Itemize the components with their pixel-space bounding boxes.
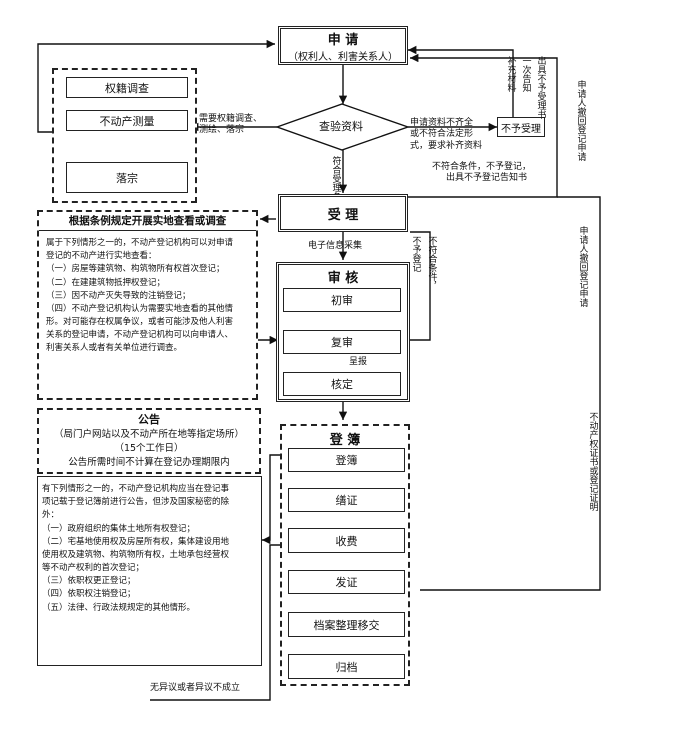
incomplete-label: 申请资料不齐全 或不符合法定形 式，要求补齐资料: [410, 118, 482, 152]
notice-line-3: 公告所需时间不计算在登记办理期限内: [68, 456, 230, 468]
onetime-note: 一次告知: [520, 56, 531, 92]
reject-label: 不予受理: [501, 123, 541, 135]
survey-step[interactable]: 不动产测量: [66, 110, 188, 131]
accept-title: 受 理: [327, 207, 359, 223]
need-survey-line-2: 测绘、落宗: [199, 125, 245, 136]
need-survey-label: 需要权籍调查、 测绘、落宗: [199, 114, 262, 137]
register-step-book[interactable]: 登簿: [288, 448, 405, 472]
review-step-second[interactable]: 复审: [283, 330, 401, 354]
incomplete-line-1: 申请资料不齐全: [410, 118, 474, 128]
register-step-print[interactable]: 缮证: [288, 488, 405, 512]
notice-cases-line-3: 外：: [42, 510, 60, 521]
issue-cert-note: 不动产权证书或登记证明: [587, 412, 598, 511]
review-title: 审 核: [327, 271, 359, 286]
notice-cases-text: 有下列情形之一的，不动产登记机构应当在登记事 项记载于登记簿前进行公告，但涉及国…: [42, 483, 229, 615]
reject-notice-note: 出具不予受理书: [535, 56, 546, 119]
register-step-fee-label: 收费: [335, 534, 358, 548]
notice-cases-line-2: 项记载于登记簿前进行公告，但涉及国家秘密的除: [42, 497, 230, 508]
notice-cases-line-4: （一）政府组织的集体土地所有权登记；: [42, 523, 196, 534]
notice-cases-line-7: 等不动产权利的首次登记；: [42, 563, 145, 574]
register-step-file-label: 归档: [335, 660, 358, 674]
investigate-step[interactable]: 权籍调查: [66, 77, 188, 98]
onsite-line-8: 关系的登记申请，不动产登记机构可以向申请人、: [46, 330, 234, 341]
register-step-archive[interactable]: 档案整理移交: [288, 612, 405, 637]
review-step-first-label: 初审: [331, 294, 353, 307]
onsite-line-5: （三）因不动产灭失导致的注销登记；: [46, 290, 191, 301]
check-materials-diamond[interactable]: [275, 102, 410, 152]
check-materials-label: 查验资料: [319, 120, 363, 133]
notice-title: 公告: [138, 413, 160, 427]
notice-cases-line-9: （四）依职权注销登记；: [42, 589, 136, 600]
onsite-box: 根据条例规定开展实地查看或调查: [37, 210, 258, 400]
onsite-line-2: 登记的不动产进行实地查看：: [46, 251, 157, 262]
incomplete-line-3: 式，要求补齐资料: [410, 140, 483, 151]
withdraw-note-2: 申请人撤回登记申请: [577, 226, 588, 307]
onsite-line-9: 利害关系人或者有关单位进行调查。: [46, 343, 183, 354]
withdraw-note-1: 申请人撤回登记申请: [575, 80, 586, 161]
register-step-book-label: 登簿: [335, 454, 358, 467]
register-step-file[interactable]: 归档: [288, 654, 405, 679]
onsite-line-7: 形。对可能存在权属争议，或者可能涉及他人利害: [46, 317, 234, 328]
settle-step[interactable]: 落宗: [66, 162, 188, 193]
onsite-line-1: 属于下列情形之一的，不动产登记机构可以对申请: [46, 238, 234, 248]
report-label: 呈报: [349, 357, 368, 367]
register-step-print-label: 缮证: [335, 494, 358, 507]
accept-box[interactable]: 受 理: [278, 194, 408, 232]
onsite-line-6: （四）不动产登记机构认为需要实地查看的其他情: [46, 303, 234, 314]
review-step-final-label: 核定: [331, 378, 353, 391]
not-conform-register-line-2: 出具不予登记告知书: [446, 173, 528, 184]
apply-subtitle: （权利人、利害关系人）: [288, 51, 398, 63]
survey-step-label: 不动产测量: [99, 114, 155, 128]
review-step-final[interactable]: 核定: [283, 372, 401, 396]
notice-line-1: （局门户网站以及不动产所在地等指定场所）: [53, 429, 244, 441]
incomplete-line-2: 或不符合法定形: [410, 129, 474, 140]
no-register-note: 不予登记: [410, 236, 421, 272]
register-step-issue[interactable]: 发证: [288, 570, 405, 594]
not-conform-register-label: 不符合条件，不予登记， 出具不予登记告知书: [432, 162, 531, 185]
need-survey-line-1: 需要权籍调查、: [199, 114, 263, 124]
notice-cases-line-6: 使用权及建筑物、构筑物所有权，土地承包经营权: [42, 549, 230, 560]
investigate-step-label: 权籍调查: [105, 81, 149, 95]
settle-step-label: 落宗: [116, 171, 138, 185]
scan-label: 电子信息采集: [308, 241, 363, 251]
notice-line-2: （15个工作日）: [114, 443, 184, 455]
notice-cases-line-8: （三）依职权更正登记；: [42, 576, 136, 587]
notice-cases-box: [37, 476, 262, 666]
notice-cases-line-1: 有下列情形之一的，不动产登记机构应当在登记事: [42, 484, 230, 494]
register-title: 登 簿: [329, 433, 361, 448]
onsite-text: 属于下列情形之一的，不动产登记机构可以对申请 登记的不动产进行实地查看： （一）…: [46, 237, 233, 356]
register-step-fee[interactable]: 收费: [288, 528, 405, 553]
apply-title: 申 请: [327, 32, 359, 48]
review-step-second-label: 复审: [331, 336, 353, 349]
reject-box[interactable]: 不予受理: [497, 117, 545, 137]
onsite-line-3: （一）房屋等建筑物、构筑物所有权首次登记；: [46, 264, 225, 275]
review-step-first[interactable]: 初审: [283, 288, 401, 312]
apply-box[interactable]: 申 请 （权利人、利害关系人）: [278, 26, 408, 65]
notice-cases-line-10: （五）法律、行政法规规定的其他情形。: [42, 602, 196, 613]
notice-box: 公告 （局门户网站以及不动产所在地等指定场所） （15个工作日） 公告所需时间不…: [37, 408, 261, 474]
no-objection-label: 无异议或者异议不成立: [150, 683, 241, 693]
not-conform-note: 不符合条件，: [426, 236, 437, 290]
onsite-title: 根据条例规定开展实地查看或调查: [39, 212, 256, 231]
onsite-line-4: （二）在建建筑物抵押权登记；: [46, 277, 166, 288]
conform-note: 符合受理条件: [330, 156, 341, 210]
register-step-issue-label: 发证: [335, 576, 358, 589]
supplement-note: 补充材料: [505, 56, 516, 92]
not-conform-register-line-1: 不符合条件，不予登记，: [432, 162, 532, 172]
notice-cases-line-5: （二）宅基地使用权及房屋所有权，集体建设用地: [42, 536, 230, 547]
register-step-archive-label: 档案整理移交: [313, 618, 380, 632]
